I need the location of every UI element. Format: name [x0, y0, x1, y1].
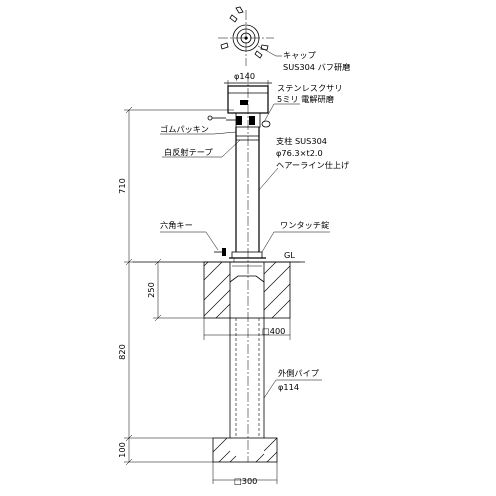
- cap-label: キャップ: [283, 50, 317, 60]
- chain-spec-label: 5ミリ 電解研磨: [277, 94, 334, 104]
- post-finish-label: ヘアーライン仕上げ: [276, 160, 350, 170]
- gl-label: GL: [284, 250, 295, 260]
- dimension-lines: [124, 106, 291, 484]
- one-touch-lock-label: ワンタッチ錠: [280, 220, 329, 230]
- lock-assembly: [214, 248, 266, 262]
- rubber-packing-label: ゴムパッキン: [160, 124, 209, 134]
- chain-hooks: [207, 112, 271, 128]
- reflective-tape-label: 白反射テープ: [164, 147, 213, 157]
- base-size-label: □300: [234, 476, 257, 486]
- post-label: 支柱 SUS304: [276, 136, 327, 146]
- foundation-block: [203, 261, 291, 319]
- outer-pipe-diameter-label: φ114: [278, 382, 299, 392]
- post-shaft: [235, 127, 260, 252]
- dim-below-ground: 820: [117, 344, 127, 360]
- base-block: [212, 437, 278, 463]
- cap-elevation: [224, 72, 272, 462]
- cap-spec-label: SUS304 バフ研磨: [283, 62, 350, 72]
- foundation-size-label: □400: [262, 326, 285, 336]
- cap-diameter-label: φ140: [234, 71, 255, 81]
- dim-foundation-depth: 250: [146, 282, 156, 298]
- leader-lines: [160, 45, 330, 399]
- post-dimension-label: φ76.3×t2.0: [276, 148, 323, 158]
- chain-label: ステンレスクサリ: [277, 83, 343, 93]
- buried-post: [229, 318, 265, 438]
- outer-pipe-label: 外側パイプ: [278, 368, 320, 378]
- cap-top-view: [218, 6, 274, 66]
- hex-key-label: 六角キー: [160, 220, 193, 230]
- dim-base-height: 100: [117, 442, 127, 458]
- dim-above-ground: 710: [117, 178, 127, 194]
